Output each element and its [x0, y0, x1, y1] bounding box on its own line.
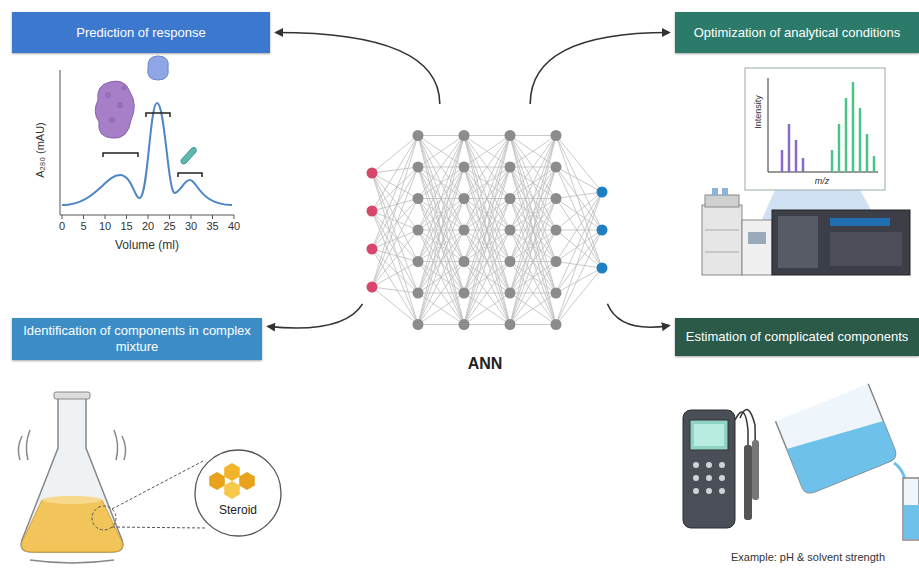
axis-title: Intensity — [753, 95, 763, 129]
axis-title: A₂₈₀ (mAU) — [34, 122, 46, 178]
header-box: Optimization of analytical conditions — [675, 12, 919, 53]
lc-ms-instrument — [702, 188, 910, 275]
tick-label: 10 — [99, 220, 111, 232]
chromatogram — [60, 56, 234, 219]
network-label: ANN — [352, 355, 618, 373]
tick-label: 25 — [163, 220, 175, 232]
tick-label: 35 — [206, 220, 218, 232]
header-box: Prediction of response — [12, 12, 270, 53]
header-text: Estimation of complicated components — [686, 329, 909, 345]
arrow-connector — [268, 304, 363, 328]
header-box: Identification of components in complex … — [12, 318, 262, 360]
tick-label: 5 — [80, 220, 86, 232]
arrow-connector — [276, 33, 440, 105]
header-text: Identification of components in complex … — [22, 323, 252, 355]
tick-label: 15 — [120, 220, 132, 232]
pouring-beaker — [776, 384, 919, 540]
header-text: Optimization of analytical conditions — [694, 25, 901, 41]
steroid-callout: Steroid — [193, 448, 283, 538]
shaking-flask — [18, 392, 205, 563]
axis-title: Volume (ml) — [115, 238, 179, 252]
mass-spectrum — [745, 68, 885, 190]
header-text: Prediction of response — [76, 25, 205, 41]
callout-circle — [193, 448, 283, 538]
tick-label: 0 — [59, 220, 65, 232]
tick-label: 30 — [185, 220, 197, 232]
network-node: ANN — [352, 108, 618, 380]
arrow-connector — [607, 304, 669, 327]
neural-network — [352, 108, 618, 380]
ph-meter — [683, 409, 759, 528]
tick-label: 20 — [142, 220, 154, 232]
header-box: Estimation of complicated components — [675, 318, 919, 356]
arrow-connector — [530, 33, 669, 105]
axis-title: m/z — [815, 176, 830, 186]
example-note: Example: pH & solvent strength — [731, 551, 885, 563]
tick-label: 40 — [228, 220, 240, 232]
molecule-label: Steroid — [193, 503, 283, 517]
